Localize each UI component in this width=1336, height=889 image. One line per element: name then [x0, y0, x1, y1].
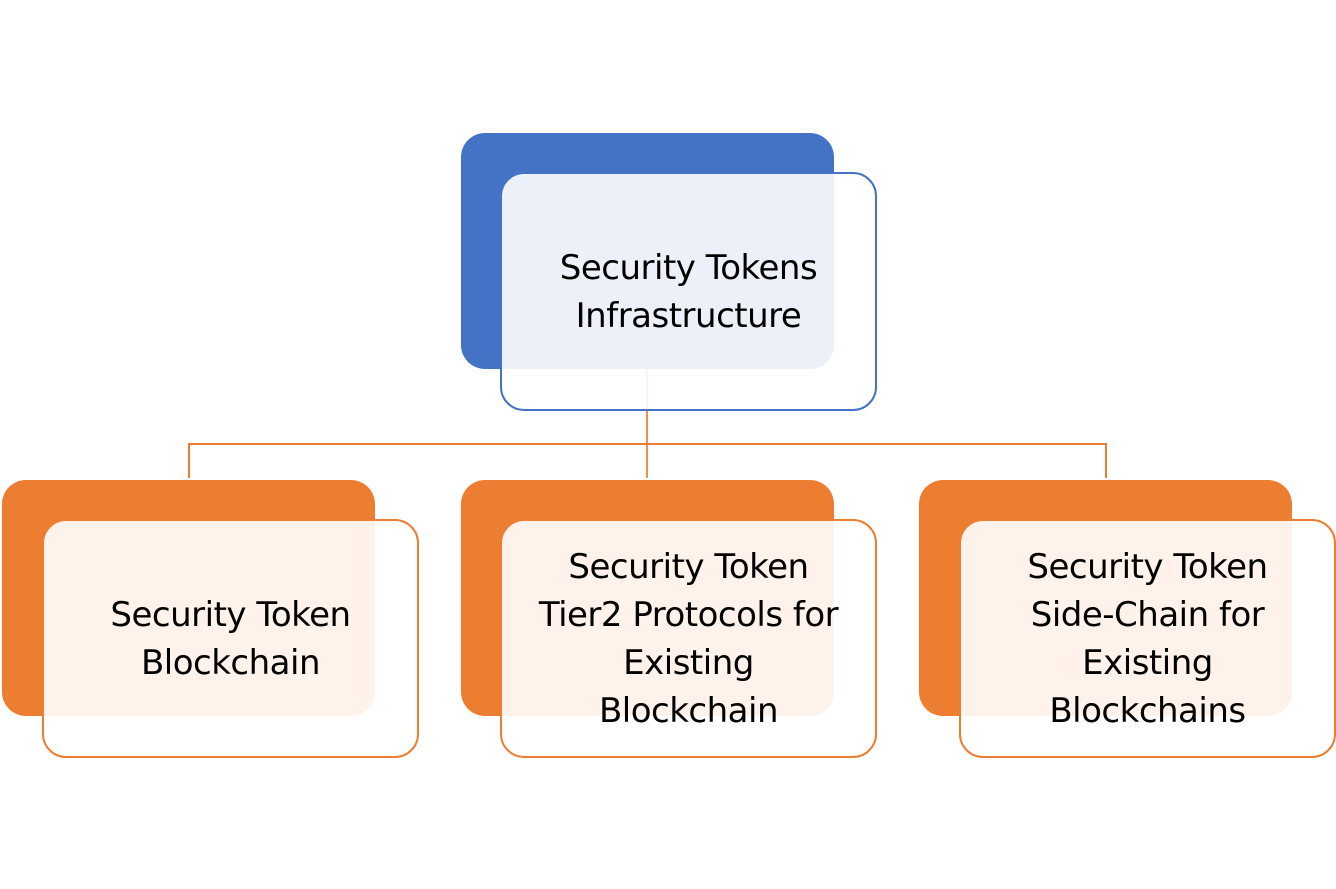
child-node-label: Security Token Side-Chain for Existing B…	[959, 519, 1336, 758]
child-label-line: Blockchain	[140, 642, 321, 683]
child-label-line: Security Token	[1027, 546, 1268, 587]
connector-horizontal	[188, 443, 1107, 445]
child-label-line: Security Token	[568, 546, 809, 587]
child-node-card	[500, 519, 877, 758]
child-label-line: Existing	[623, 642, 754, 683]
child-label-line: Blockchain	[598, 690, 779, 731]
child-label-line: Side-Chain for	[1030, 594, 1265, 635]
child-label-line: Existing	[1082, 642, 1213, 683]
connector-drop-left	[188, 443, 190, 478]
child-node-card	[42, 519, 419, 758]
child-label-line: Blockchains	[1049, 690, 1246, 731]
child-label-line: Tier2 Protocols for	[538, 594, 839, 635]
child-node-label: Security Token Tier2 Protocols for Exist…	[500, 519, 877, 758]
root-label-line: Security Tokens	[559, 247, 818, 288]
child-node-card	[959, 519, 1336, 758]
child-label-line: Security Token	[110, 594, 351, 635]
child-node-label: Security Token Blockchain	[42, 519, 419, 758]
connector-root-stem	[646, 369, 648, 478]
root-label-line: Infrastructure	[575, 295, 802, 336]
root-node-label: Security Tokens Infrastructure	[500, 172, 877, 411]
root-node-card	[500, 172, 877, 411]
connector-drop-right	[1105, 443, 1107, 478]
